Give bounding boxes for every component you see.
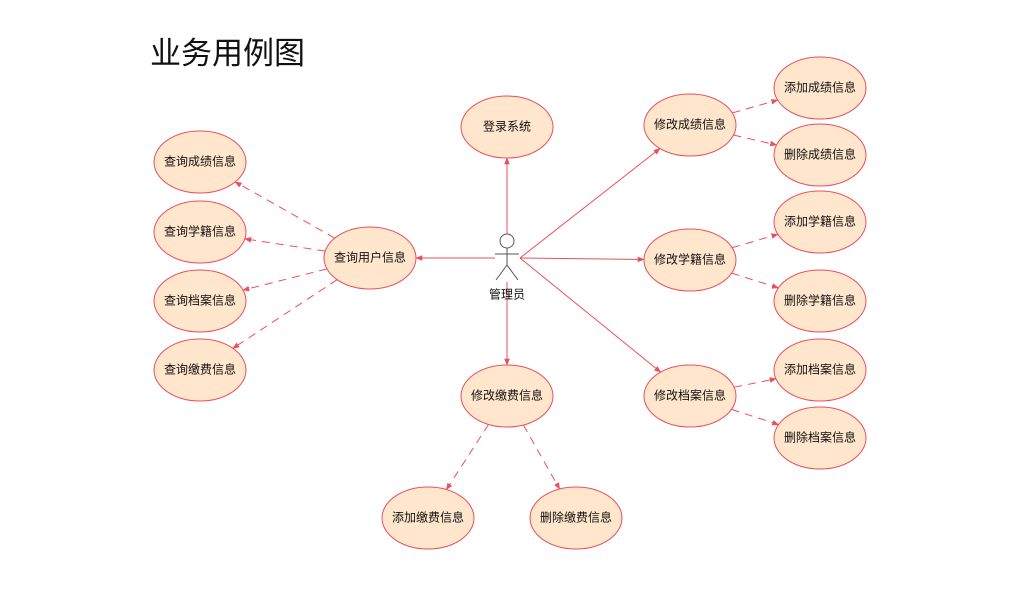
use-case-modify-status[interactable]: 修改学籍信息: [643, 228, 737, 292]
dependency-arrow: [734, 377, 777, 388]
dependency-arrow: [445, 424, 490, 491]
use-case-ellipse: [460, 364, 554, 428]
dependency-arrow: [733, 134, 778, 147]
use-case-ellipse: [323, 226, 417, 290]
use-case-ellipse: [643, 93, 737, 157]
use-case-ellipse: [529, 486, 623, 550]
dependency-arrow: [234, 181, 335, 239]
dependency-arrow: [522, 424, 561, 490]
use-case-query-fee[interactable]: 查询缴费信息: [153, 338, 247, 402]
use-case-del-fee[interactable]: 删除缴费信息: [529, 486, 623, 550]
dependency-arrow: [731, 408, 780, 426]
use-case-ellipse: [773, 406, 867, 470]
use-case-label: 添加缴费信息: [392, 510, 464, 525]
use-case-label: 查询档案信息: [164, 293, 236, 308]
use-case-add-fee[interactable]: 添加缴费信息: [381, 486, 475, 550]
actor-label: 管理员: [489, 287, 525, 302]
use-case-label: 修改成绩信息: [654, 117, 726, 132]
use-case-modify-score[interactable]: 修改成绩信息: [643, 93, 737, 157]
use-case-ellipse: [153, 338, 247, 402]
use-case-ellipse: [773, 123, 867, 187]
use-case-label: 查询学籍信息: [164, 224, 236, 239]
use-case-label: 查询成绩信息: [164, 154, 236, 169]
use-case-ellipse: [460, 95, 554, 159]
use-case-label: 添加学籍信息: [784, 214, 856, 229]
use-case-add-archive[interactable]: 添加档案信息: [773, 338, 867, 402]
actor-admin[interactable]: 管理员: [489, 233, 525, 302]
actor-head: [499, 233, 515, 249]
association-arrow: [519, 257, 662, 373]
use-case-del-archive[interactable]: 删除档案信息: [773, 406, 867, 470]
use-case-login[interactable]: 登录系统: [460, 95, 554, 159]
use-case-ellipse: [153, 200, 247, 264]
use-case-ellipse: [773, 190, 867, 254]
use-case-del-score[interactable]: 删除成绩信息: [773, 123, 867, 187]
dependency-arrow: [732, 233, 779, 249]
dependency-arrow: [732, 99, 779, 114]
use-case-modify-fee[interactable]: 修改缴费信息: [460, 364, 554, 428]
use-case-label: 删除成绩信息: [784, 147, 856, 162]
use-case-ellipse: [643, 364, 737, 428]
use-case-query-status[interactable]: 查询学籍信息: [153, 200, 247, 264]
actor-leg: [506, 264, 519, 281]
use-case-ellipse: [381, 486, 475, 550]
use-case-label: 查询用户信息: [334, 250, 406, 265]
use-case-query-user[interactable]: 查询用户信息: [323, 226, 417, 290]
use-case-label: 添加档案信息: [784, 362, 856, 377]
use-case-add-status[interactable]: 添加学籍信息: [773, 190, 867, 254]
use-case-label: 修改缴费信息: [471, 388, 543, 403]
use-case-label: 删除学籍信息: [784, 293, 856, 308]
use-case-ellipse: [643, 228, 737, 292]
use-case-label: 查询缴费信息: [164, 362, 236, 377]
dependency-arrow: [731, 272, 780, 289]
use-case-label: 修改档案信息: [654, 388, 726, 403]
dependency-arrow: [232, 279, 338, 349]
use-case-label: 删除缴费信息: [540, 510, 612, 525]
use-case-query-score[interactable]: 查询成绩信息: [153, 130, 247, 194]
use-case-label: 添加成绩信息: [784, 80, 856, 95]
use-case-del-status[interactable]: 删除学籍信息: [773, 269, 867, 333]
use-case-ellipse: [773, 269, 867, 333]
page-title: 业务用例图: [150, 36, 305, 72]
actor-leg: [495, 264, 508, 281]
association-arrow: [519, 148, 661, 259]
association-arrow: [519, 256, 645, 263]
use-case-query-archive[interactable]: 查询档案信息: [153, 269, 247, 333]
use-case-ellipse: [153, 130, 247, 194]
dependency-arrow: [242, 268, 328, 292]
use-case-ellipse: [773, 56, 867, 120]
use-case-ellipse: [153, 269, 247, 333]
use-case-ellipse: [773, 338, 867, 402]
use-case-label: 删除档案信息: [784, 430, 856, 445]
dependency-arrow: [244, 237, 326, 252]
use-case-label: 登录系统: [483, 119, 531, 134]
use-case-modify-archive[interactable]: 修改档案信息: [643, 364, 737, 428]
use-case-label: 修改学籍信息: [654, 252, 726, 267]
use-case-add-score[interactable]: 添加成绩信息: [773, 56, 867, 120]
